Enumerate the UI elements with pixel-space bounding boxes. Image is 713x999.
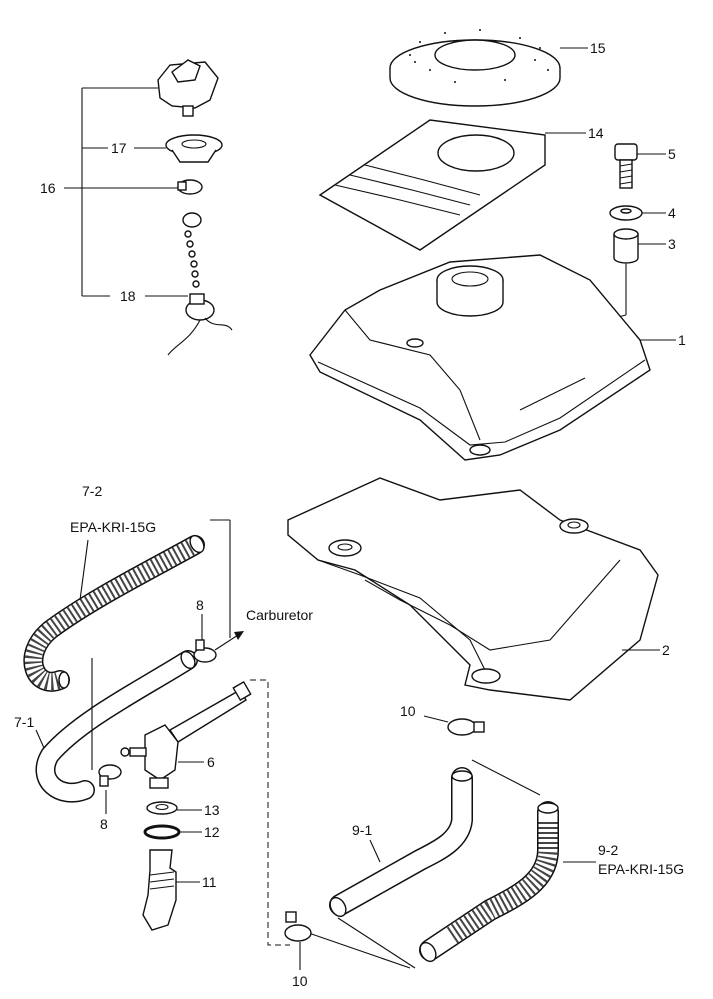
label-5: 5 (668, 146, 676, 162)
carburetor-arrow (214, 631, 244, 651)
label-11: 11 (202, 874, 217, 890)
filter-ring-part (389, 29, 561, 107)
label-10-upper: 10 (400, 703, 416, 719)
hose-clip-10-upper-part (447, 718, 485, 736)
label-14: 14 (588, 125, 604, 141)
hose-7-1-part (35, 650, 198, 803)
carburetor-label: Carburetor (246, 607, 313, 623)
cap-clip-part (177, 179, 203, 195)
gasket-part (318, 119, 546, 251)
label-13: 13 (204, 802, 220, 818)
label-3: 3 (668, 236, 676, 252)
o-ring-part (143, 824, 181, 840)
hose-clip-10-lower-part (284, 911, 312, 942)
label-17: 17 (111, 140, 127, 156)
fuel-cap-part (157, 59, 219, 117)
label-15: 15 (590, 40, 606, 56)
label-8-upper: 8 (196, 597, 204, 613)
bolt-part (614, 143, 638, 189)
label-4: 4 (668, 205, 676, 221)
label-6: 6 (207, 754, 215, 770)
braided-hose-9-2-part (419, 801, 559, 963)
hose-clip-8-lower-part (98, 764, 122, 787)
label-7-2: 7-2 (82, 483, 102, 499)
braided-hose-7-2-part (23, 534, 205, 692)
hose-9-1-part (329, 767, 473, 918)
hose-connector-lines (299, 759, 541, 969)
label-9-2-spec: EPA-KRI-15G (598, 861, 684, 877)
label-7-1: 7-1 (14, 714, 34, 730)
tank-base-part (287, 477, 659, 701)
assembly-dashed-line (250, 679, 290, 946)
label-8-lower: 8 (100, 816, 108, 832)
label-1: 1 (678, 332, 686, 348)
label-10-lower: 10 (292, 973, 308, 989)
washer-part (609, 205, 643, 221)
label-9-1: 9-1 (352, 822, 372, 838)
cap-seal-part (165, 134, 223, 163)
strainer-part (142, 849, 177, 931)
washer-13-part (146, 801, 178, 815)
fuel-cock-part (120, 680, 252, 789)
label-12: 12 (204, 824, 220, 840)
label-18: 18 (120, 288, 136, 304)
tank-shell-part (309, 254, 651, 461)
label-2: 2 (662, 642, 670, 658)
hose-clip-8-upper-part (193, 639, 217, 663)
collar-part (613, 228, 639, 264)
label-9-2: 9-2 (598, 842, 618, 858)
label-7-2-spec: EPA-KRI-15G (70, 519, 156, 535)
cap-chain-part (167, 212, 233, 356)
label-16: 16 (40, 180, 56, 196)
